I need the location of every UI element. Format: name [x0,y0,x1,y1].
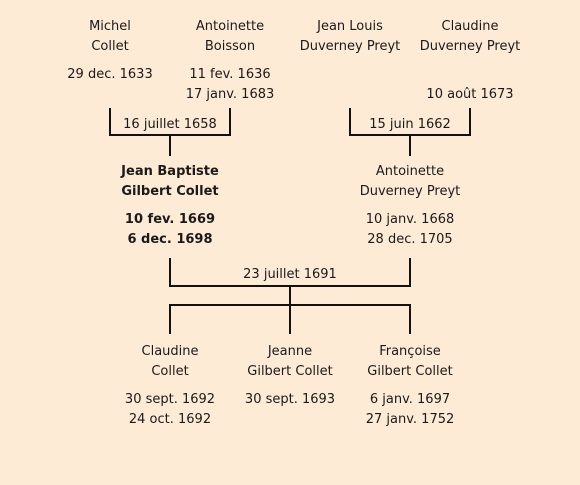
birth-date: 6 janv. 1697 [369,392,451,407]
connector-line [169,258,171,287]
child-branch-line [409,304,411,334]
birth-date: 30 sept. 1692 [124,392,216,407]
child-claudine-collet-dates: 30 sept. 1692 24 oct. 1692 [125,390,215,430]
person-name-line1: Antoinette [195,19,265,34]
descent-line-center [289,285,291,305]
person-name-line2: Gilbert Collet [121,184,219,199]
person-name-line1: Michel [89,19,131,34]
connector-line [409,258,411,287]
person-name-line1: Françoise [379,344,441,359]
grandparent-antoinette-boisson: Antoinette Boisson [196,17,264,57]
person-name-line1: Antoinette [375,164,445,179]
grandparent-claudine-duverney-preyt: Claudine Duverney Preyt [420,17,521,57]
birth-date: 10 fev. 1669 [124,212,216,227]
person-name-line1: Jeanne [267,344,313,359]
child-francoise-gilbert-collet-dates: 6 janv. 1697 27 janv. 1752 [366,390,455,430]
person-name-line2: Duverney Preyt [419,39,521,54]
person-name-line2: Gilbert Collet [367,364,453,379]
death-date: 17 janv. 1683 [185,87,275,102]
parent-antoinette-duverney-preyt-dates: 10 janv. 1668 28 dec. 1705 [366,210,455,250]
birth-date: 29 dec. 1633 [67,67,153,82]
person-name-line1: Jean Baptiste [121,164,219,179]
person-name-line2: Collet [91,39,129,54]
death-date: 6 dec. 1698 [127,232,213,247]
connector-line [349,108,351,136]
person-name-line2: Boisson [204,39,256,54]
death-date: 28 dec. 1705 [367,232,453,247]
child-branch-line [169,304,171,334]
person-name-line1: Claudine [441,19,499,34]
person-name-line2: Duverney Preyt [299,39,401,54]
grandparent-michel-collet: Michel Collet [89,17,131,57]
grandparent-claudine-duverney-preyt-dates: 10 août 1673 [426,85,513,105]
connector-line [109,108,111,136]
death-date: 10 août 1673 [426,87,514,102]
grandparent-michel-collet-dates: 29 dec. 1633 [67,65,152,85]
person-name-line2: Collet [151,364,189,379]
parent-jean-baptiste-gilbert-collet: Jean Baptiste Gilbert Collet [121,162,219,202]
parent-antoinette-duverney-preyt: Antoinette Duverney Preyt [360,162,461,202]
child-branch-line [289,304,291,334]
descent-line-left [169,134,171,156]
child-jeanne-gilbert-collet: Jeanne Gilbert Collet [247,342,332,382]
birth-date: 11 fev. 1636 [189,67,271,82]
descent-line-right [409,134,411,156]
person-name-line1: Jean Louis [317,19,383,34]
child-jeanne-gilbert-collet-dates: 30 sept. 1693 [245,390,335,410]
person-name-line2: Duverney Preyt [359,184,461,199]
child-claudine-collet: Claudine Collet [142,342,199,382]
child-francoise-gilbert-collet: Françoise Gilbert Collet [367,342,452,382]
marriage-date-right: 15 juin 1662 [369,117,451,132]
marriage-date-center: 23 juillet 1691 [243,267,337,282]
person-name-line1: Claudine [141,344,199,359]
grandparent-jean-louis-duverney-preyt: Jean Louis Duverney Preyt [300,17,401,57]
marriage-date-left: 16 juillet 1658 [123,117,217,132]
connector-line [229,108,231,136]
death-date: 27 janv. 1752 [365,412,455,427]
connector-line [469,108,471,136]
person-name-line2: Gilbert Collet [247,364,333,379]
birth-date: 30 sept. 1693 [244,392,336,407]
birth-date: 10 janv. 1668 [365,212,455,227]
death-date: 24 oct. 1692 [128,412,212,427]
parent-jean-baptiste-gilbert-collet-dates: 10 fev. 1669 6 dec. 1698 [125,210,215,250]
grandparent-antoinette-boisson-dates: 11 fev. 1636 17 janv. 1683 [186,65,275,105]
